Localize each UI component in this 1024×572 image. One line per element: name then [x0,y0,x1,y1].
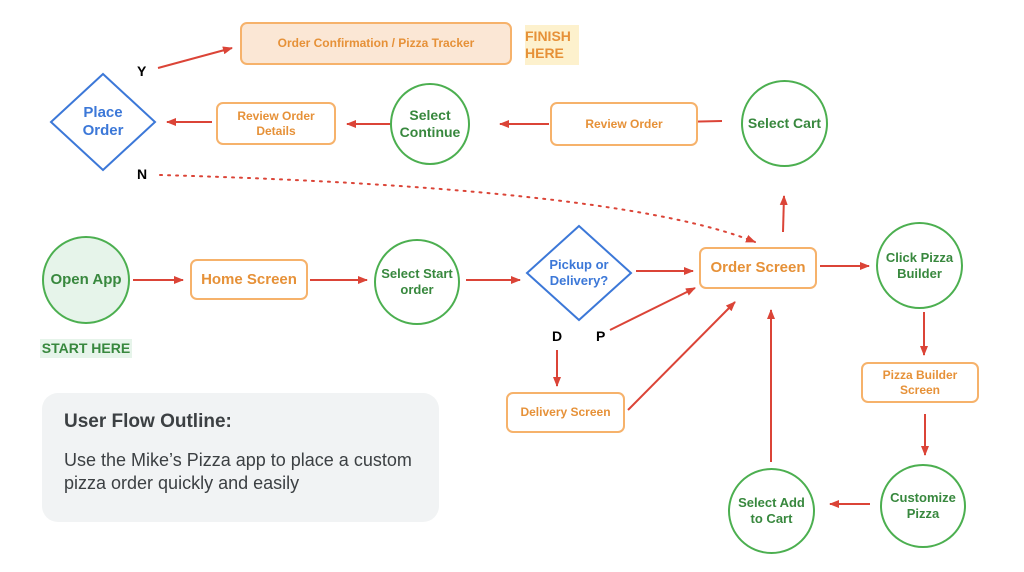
order-confirmation-box: Order Confirmation / Pizza Tracker [240,22,512,65]
arrow-order-to-cart [779,195,788,233]
pickup-branch-label: P [596,328,606,344]
open-app-circle: Open App [42,236,130,324]
pickup-delivery-diamond [525,224,633,322]
click-pizza-builder-circle: Click Pizza Builder [876,222,963,309]
arrow-yes-to-confirmation [157,46,233,69]
home-screen-box: Home Screen [190,259,308,300]
review-order-box: Review Order [550,102,698,146]
customize-pizza-circle: Customize Pizza [880,464,966,548]
place-order-diamond [49,72,157,172]
select-cart-circle: Select Cart [741,80,828,167]
delivery-screen-box: Delivery Screen [506,392,625,433]
finish-here-label: FINISH HERE [525,25,579,65]
arrow-no-dotted [159,174,756,243]
no-label: N [137,166,148,182]
arrow-p-to-order [609,287,696,331]
yes-label: Y [137,63,147,79]
select-start-order-circle: Select Start order [374,239,460,325]
order-screen-box: Order Screen [699,247,817,289]
user-flow-outline-card: User Flow Outline: Use the Mike’s Pizza … [42,393,439,522]
select-continue-circle: Select Continue [390,83,470,165]
start-here-label: START HERE [40,339,132,358]
pickup-or-delivery-label: Pickup or Delivery? [549,257,609,288]
outline-body: Use the Mike’s Pizza app to place a cust… [64,450,412,494]
arrow-delivery-to-order [627,301,736,411]
outline-title: User Flow Outline: [64,411,232,432]
pizza-builder-screen-box: Pizza Builder Screen [861,362,979,403]
delivery-branch-label: D [552,328,563,344]
place-order-label: Place Order [82,104,124,139]
review-order-details-box: Review Order Details [216,102,336,145]
select-add-to-cart-circle: Select Add to Cart [728,468,815,554]
